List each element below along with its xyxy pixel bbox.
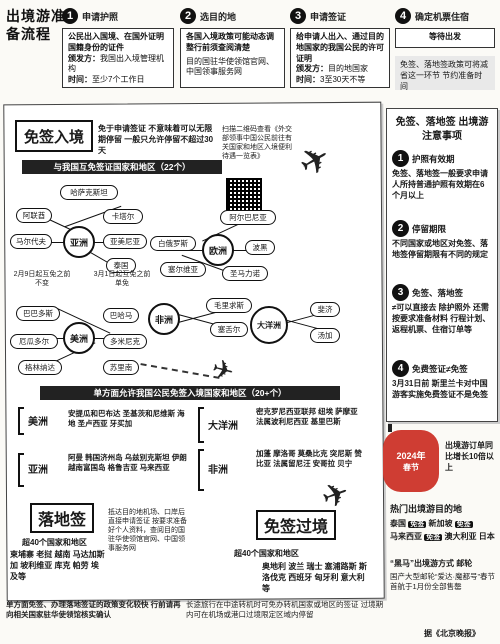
country-pill: 亚美尼亚 [103,234,147,249]
country-pill: 卡塔尔 [103,209,143,224]
country-pill: 马尔代夫 [10,234,52,249]
region-label: 大洋洲 [208,421,238,432]
step-title: 申请签证 [310,11,347,22]
transit-visa-title: 免签过境 [256,510,336,540]
country-pill: 哈萨克斯坦 [60,185,118,200]
country-pill: 阿联酋 [16,208,52,223]
qr-code[interactable] [226,178,262,214]
country-pill: 巴哈马 [103,308,139,323]
step-number: 3 [290,8,306,24]
country-list: 密克罗尼西亚联邦 纽埃 萨摩亚 法属波利尼西亚 基里巴斯 [256,407,358,427]
visa-free-title: 免签入境 [15,120,93,152]
step-box: 公民出入国境、在国外证明国籍身份的证件 颁发方：我国出入境管理机构 时间：至少7… [62,28,174,88]
qr-caption: 扫描二维码查看《外交部领事中国公民前往有关国家和地区入境便利待遇一览表》 [222,126,292,161]
step-number: 1 [62,8,78,24]
hot-list: 泰国 免签 新加坡 免签 马来西亚 免签 澳大利亚 日本 [390,519,495,541]
country-pill: 斐济 [310,302,340,317]
step-3: 3 申请签证 给申请人出入、通过目的地国家的我国公民的许可证明 颁发方：目的地国… [290,8,390,88]
country-pill: 格林纳达 [18,360,62,375]
country-pill: 汤加 [310,328,340,343]
country-pill: 毛里求斯 [206,298,252,313]
region-label: 非洲 [208,465,228,476]
country-pill: 圣马力诺 [222,266,268,281]
country-pill: 多米尼克 [103,334,147,349]
step-1: 1 申请护照 公民出入国境、在国外证明国籍身份的证件 颁发方：我国出入境管理机构… [62,8,174,88]
country-pill: 波黑 [245,240,275,255]
step-title: 申请护照 [82,11,119,22]
asia-note-2: 3月1日起互免之前单免 [93,271,151,288]
asia-hub: 亚洲 [63,226,95,258]
country-pill: 塞尔维亚 [160,262,206,277]
africa-hub: 非洲 [148,303,180,335]
asia-cluster: 亚洲 哈萨克斯坦 阿联酋 卡塔尔 马尔代夫 亚美尼亚 泰国 [8,182,148,292]
step-box: 等待出发 [395,28,495,48]
transit-count: 超40个国家和地区 [234,549,299,558]
arrival-countries: 柬埔寨 老挝 越南 马达加斯加 坡利维亚 库克 帕劳 埃及等 [10,550,105,581]
europe-cluster: 欧洲 阿尔巴尼亚 白俄罗斯 波黑 塞尔维亚 圣马力诺 [150,210,280,290]
oneway-visa-bar: 单方面允许我国公民免签入境国家和地区（20+个） [40,386,340,400]
oneway-grid: 美洲 安提瓜和巴布达 圣基茨和尼维斯 海地 圣卢西亚 牙买加 大洋洲 密克罗尼西… [18,405,368,495]
country-pill: 苏里南 [103,360,139,375]
europe-hub: 欧洲 [202,234,234,266]
mixed-body: 国产大型邮轮“爱达·魔都号”春节首航于1月份全部售罄 [390,572,495,591]
step-2: 2 选目的地 各国入境政策可能动态调整行前须查阅清楚 目的国驻华使领馆官网、中国… [180,8,285,88]
policy-note: 免签、落地签政策可将减省这一环节 节约准备时间 [395,56,495,91]
source-credit: 据《北京晚报》 [424,629,480,638]
step-box: 各国入境政策可能动态调整行前须查阅清楚 目的国驻华使领馆官网、中国领事服务网 [180,28,285,88]
country-pill: 白俄罗斯 [150,236,196,251]
hot-title: 热门出境游目的地 [390,504,463,514]
transit-desc: 长途旅行在中途转机时可免办转机国家或地区的签证 过境期内可在机场或港口过境限定区… [186,600,384,619]
step-number: 2 [180,8,196,24]
oceania-hub: 大洋洲 [250,306,288,344]
country-pill: 泰国 [106,258,136,273]
page-title: 出境游准备流程 [6,8,66,42]
country-pill: 阿尔巴尼亚 [220,210,276,225]
arrival-count: 超40个国家和地区 [22,538,87,547]
notes-title: 免签、落地签 出境游注意事项 [395,117,489,142]
arrival-footnote: 单方面免签、办理落地签证的政策变化较快 行前请再向相关国家驻华使领馆核实确认 [6,600,181,619]
country-pill: 巴巴多斯 [16,306,60,321]
lantern-icon: 2024年 春节 [383,430,439,492]
mixed-title: “黑马”出境游方式 邮轮 [390,559,473,568]
arrival-visa-title: 落地签 [30,503,94,533]
country-pill: 厄瓜多尔 [10,334,58,349]
region-label: 美洲 [28,417,48,428]
note-item-3: 3 免签、落地签 ≠可以直接去 除护照外 还需按要求准备材料 行程计划、返程机票… [392,284,492,335]
america-hub: 美洲 [63,322,95,354]
note-item-4: 4 免费签证≠免签 3月31日前 斯里兰卡对中国游客实施免费签证不是免签 [392,360,492,401]
country-list: 安提瓜和巴布达 圣基茨和尼维斯 海地 圣卢西亚 牙买加 [68,409,185,429]
mutual-visa-bar: 与我国互免签证国家和地区（22个） [22,160,222,174]
step-title: 选目的地 [200,11,237,22]
country-list: 加蓬 摩洛哥 莫桑比克 突尼斯 赞比亚 法属留尼汪 安哥拉 贝宁 [256,449,362,469]
step-number: 4 [395,8,411,24]
note-item-1: 1 护照有效期 免签、落地签一般要求申请人所持普通护照有效期在6个月以上 [392,150,492,201]
country-list: 阿曼 韩国济州岛 乌兹别克斯坦 伊朗 越南富国岛 格鲁吉亚 马来西亚 [68,453,187,473]
arrival-desc: 抵达目的地机场、口岸后直接申请签证 按要求准备好个人资料，查阅目的国驻华使领馆官… [108,509,187,553]
asia-note-1: 2月9日起互免之前不变 [13,271,71,288]
transit-countries: 奥地利 波兰 瑞士 塞浦路斯 斯洛伐克 西班牙 匈牙利 意大利等 [262,562,367,593]
step-4: 4 确定机票住宿 等待出发 免签、落地签政策可将减省这一环节 节约准备时间 [395,8,495,91]
country-pill: 塞舌尔 [210,322,248,337]
region-label: 亚洲 [28,465,48,476]
oceania-cluster: 大洋洲 斐济 汤加 [250,300,350,350]
step-title: 确定机票住宿 [415,11,470,22]
orders-growth: 出境游订单同比增长10倍以上 [445,441,494,473]
visa-free-desc: 免于申请签证 不意味着可以无限期停留 一般只允许停留不超过30天 [98,124,214,156]
note-item-2: 2 停留期限 不同国家或地区对免签、落地签停留期限有不同的规定 [392,220,492,261]
america-cluster: 美洲 巴巴多斯 巴哈马 厄瓜多尔 多米尼克 格林纳达 苏里南 [8,300,148,380]
africa-cluster: 非洲 毛里求斯 塞舌尔 [148,298,258,348]
step-box: 给申请人出入、通过目的地国家的我国公民的许可证明 颁发方：目的地国家 时间：3至… [290,28,390,88]
